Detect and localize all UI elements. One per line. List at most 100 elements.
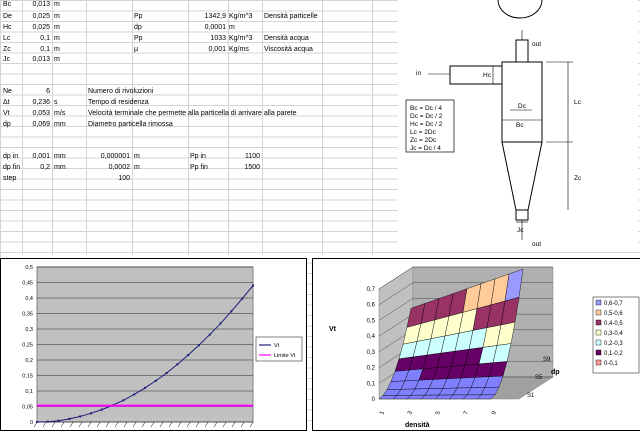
cell-label[interactable]: Zc — [3, 46, 11, 53]
cell-label[interactable]: dp — [3, 121, 11, 128]
cell-unit[interactable]: m — [134, 164, 140, 171]
cell-symbol[interactable]: Pp — [134, 35, 143, 42]
y-tick-label: 0,45 — [22, 281, 33, 287]
cell-unit[interactable]: Kg/ms — [229, 46, 249, 53]
cell-unit[interactable]: m/s — [54, 110, 66, 117]
cell-value[interactable]: 0,1 — [40, 35, 50, 42]
cell-unit[interactable]: m — [54, 35, 60, 42]
cell-value[interactable]: 1100 — [244, 153, 260, 160]
cell-unit[interactable]: m — [54, 24, 60, 31]
x-tick-mark — [240, 421, 245, 428]
cell-label[interactable]: dp in — [3, 153, 19, 160]
y-tick-label: 0,25 — [22, 343, 33, 349]
cell-unit[interactable]: m — [54, 46, 60, 53]
cell-unit[interactable]: mm — [54, 153, 66, 160]
cell-label[interactable]: Bc — [3, 1, 12, 8]
cell-value[interactable]: 0,2 — [40, 164, 50, 171]
formula-box — [405, 99, 455, 153]
cell-unit[interactable]: m — [54, 1, 60, 8]
cell-label[interactable]: Jc — [3, 56, 10, 63]
x-tick-mark — [150, 421, 155, 428]
cell-label[interactable]: Δt — [3, 99, 10, 106]
data-point-vt — [68, 417, 71, 420]
cell-unit[interactable]: Kg/m^3 — [229, 35, 253, 42]
cell-unit[interactable]: m — [54, 56, 60, 63]
y-tick-label: 0,5 — [25, 265, 33, 271]
cell-value[interactable]: 0,1 — [40, 46, 50, 53]
x-tick-mark — [177, 421, 182, 428]
cell-symbol[interactable]: dp — [134, 24, 142, 31]
cell-value[interactable]: 0,001 — [208, 46, 226, 53]
cell-label[interactable]: step — [3, 175, 17, 182]
legend-label: Vt — [274, 343, 280, 349]
inlet-duct — [449, 65, 503, 85]
x-tick-mark — [114, 421, 119, 428]
legend-box — [255, 336, 303, 362]
gridline — [378, 298, 414, 321]
formula-line: Zc = 2Dc — [410, 137, 437, 144]
cell-value[interactable]: 1342,9 — [204, 13, 226, 20]
cell-value[interactable]: 0,0002 — [108, 164, 130, 171]
x-tick-mark — [159, 421, 164, 428]
cell-desc[interactable]: Densità acqua — [264, 35, 309, 42]
cell-value[interactable]: 0,236 — [32, 99, 50, 106]
cell-label[interactable]: Hc — [3, 24, 12, 31]
cell-value[interactable]: 1500 — [244, 164, 260, 171]
y-tick-label: 0,1 — [25, 389, 33, 395]
velocity-chart: 00,050,10,150,20,250,30,350,40,450,5VtLi… — [22, 265, 303, 428]
cell-label[interactable]: Pp in — [190, 153, 206, 160]
y-tick-label: 0 — [30, 420, 33, 426]
cell-desc[interactable]: Numero di rivoluzioni — [88, 88, 154, 95]
cell-symbol[interactable]: μ — [134, 46, 139, 53]
column-divider — [22, 0, 23, 255]
cell-label[interactable]: Pp fin — [190, 164, 208, 171]
legend-label: 0-0,1 — [604, 361, 618, 367]
cell-label[interactable]: Lc — [3, 35, 11, 42]
cell-value[interactable]: 0,025 — [32, 24, 50, 31]
cell-symbol[interactable]: Pp — [134, 13, 143, 20]
data-point-vt — [100, 408, 103, 411]
x-tick-mark — [78, 421, 83, 428]
cell-value[interactable]: 0,013 — [32, 56, 50, 63]
cell-unit[interactable]: s — [54, 99, 58, 106]
cell-value[interactable]: 1033 — [210, 35, 226, 42]
cell-value[interactable]: 0,0001 — [204, 24, 226, 31]
cell-value[interactable]: 0,025 — [32, 13, 50, 20]
y-tick-label: 0 — [372, 397, 376, 403]
cell-unit[interactable]: mm — [54, 121, 66, 128]
cell-unit[interactable]: m — [229, 24, 235, 31]
cell-value[interactable]: 0,013 — [32, 1, 50, 8]
x-tick-label: 1 — [379, 410, 386, 416]
cell-value[interactable]: 0,000001 — [100, 153, 130, 160]
cell-label[interactable]: dp fin — [3, 164, 21, 171]
y-tick-label: 0,3 — [367, 350, 376, 356]
cell-unit[interactable]: m — [54, 13, 60, 20]
data-point-vt — [187, 354, 190, 357]
cell-unit[interactable]: mm — [54, 164, 66, 171]
cell-value[interactable]: 0,001 — [32, 153, 50, 160]
cell-label[interactable]: Ne — [3, 88, 12, 95]
cell-value[interactable]: 0,053 — [32, 110, 50, 117]
data-point-vt — [90, 412, 92, 415]
cell-unit[interactable]: m — [134, 153, 140, 160]
cell-desc[interactable]: Diametro particella rimossa — [88, 121, 173, 128]
cell-label[interactable]: De — [3, 13, 12, 20]
gridline — [378, 266, 414, 290]
cyclone-diagram[interactable]: in out out Hc Dc Bc Lc Zc Jc Bc = Dc / 4… — [398, 0, 638, 248]
cell-unit[interactable]: Kg/m^3 — [229, 13, 253, 20]
cell-desc[interactable]: Densità particelle — [264, 13, 318, 20]
cell-value[interactable]: 6 — [46, 88, 50, 95]
y-tick-label: 0,4 — [367, 334, 376, 340]
outlet-pipe — [515, 39, 529, 63]
cell-label[interactable]: Vt — [3, 110, 10, 117]
cell-desc[interactable]: Tempo di residenza — [88, 99, 149, 106]
series-tick-label: S9 — [543, 357, 551, 363]
cell-value[interactable]: 100 — [118, 175, 130, 182]
column-divider — [86, 0, 87, 255]
cell-value[interactable]: 0,069 — [32, 121, 50, 128]
cell-desc[interactable]: Velocità terminale che permette alla par… — [88, 110, 297, 117]
cell-desc[interactable]: Viscosità acqua — [264, 46, 313, 53]
series-tick-label: S5 — [535, 375, 543, 381]
